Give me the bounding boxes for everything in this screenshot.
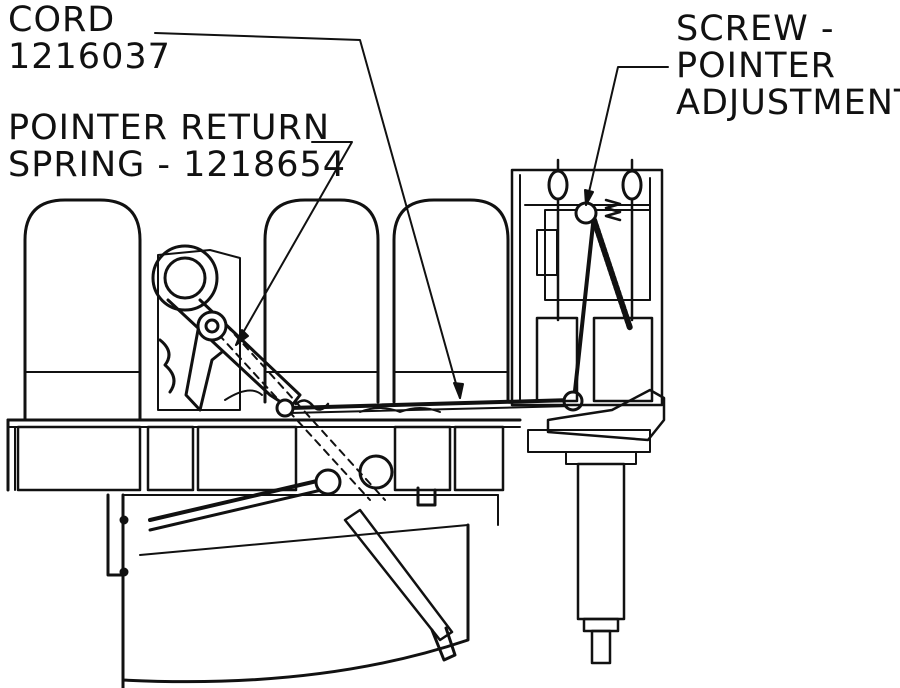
shaft-collar [582,617,620,633]
column-base-plate [527,429,651,453]
frame-diagonal [139,524,469,556]
lower-bracket [106,493,125,577]
shaft-upper [576,462,626,621]
pointer-blade [343,508,454,642]
cord-callout-line-1: CORD [8,0,116,40]
screw-callout-line-1: SCREW - [676,9,835,49]
rail-block-1 [16,425,142,492]
leader-lines [154,32,669,399]
lever-pivot-outer [196,310,228,342]
guide-nut-right [621,169,643,201]
arm-link-upper [148,476,332,522]
spring-leader [235,141,353,346]
spring-leader-arrow [235,329,249,346]
return-spring-hook [184,328,224,412]
frame-rivet-1 [119,515,129,525]
arm-knob-right [358,454,394,490]
piston-block-left [535,316,579,403]
pointer-tip [430,626,457,662]
pointer-arm-assembly [148,324,457,662]
spring-callout-line-2: SPRING - 1218654 [8,145,347,185]
column-upper-box [544,209,651,301]
column-inner-block [536,229,558,276]
adjust-spring [604,198,622,222]
arm-knob-left [314,468,342,496]
cord [275,213,596,418]
piston-block-right [592,316,654,403]
lower-quadrant [121,493,470,688]
cord-bundle [359,407,441,413]
arm-link-lower [148,486,332,532]
right-column-housing [510,158,666,465]
cylinder-mid [263,198,380,404]
guide-nut-left [547,169,569,201]
plate-contour [224,389,263,401]
lower-frame [106,493,499,688]
lever-loop-inner [163,256,207,300]
rail-block-2 [146,425,195,492]
lever-pivot-inner [204,318,220,334]
screw-callout-line-2: POINTER [676,46,836,86]
column-frame-outer [510,168,664,407]
vertical-shaft [576,462,626,665]
screw-pointer-adjustment-callout: SCREW - POINTER ADJUSTMENT [676,11,900,122]
retaining-clip [416,486,437,507]
adjust-screw-thread [591,217,633,331]
pointer-return-spring-callout: POINTER RETURN SPRING - 1218654 [8,110,346,184]
screw-leader [585,66,669,206]
shaft-stub [590,629,612,665]
cord-leader [154,32,461,399]
rail-block-5 [453,425,505,492]
cylinder-left [23,198,142,422]
cylinder-housings [23,198,510,422]
frame-rivet-2 [119,567,129,577]
spring-callout-line-1: POINTER RETURN [8,108,331,148]
rail-block-3 [196,425,298,492]
cord-horizontal [288,398,574,410]
screw-leader-arrow [584,189,594,206]
adjust-screw-head [574,201,598,225]
cord-tie [294,399,330,411]
bed-rail [6,418,522,492]
rail-blocks [16,425,505,492]
cord-callout: CORD 1216037 [8,2,171,76]
cylinder-right [392,198,510,404]
column-foot [546,388,666,442]
cord-pulley-left [275,398,295,418]
screw-callout-line-3: ADJUSTMENT [676,83,900,123]
lever-edge-break [158,338,176,394]
column-collar [565,451,637,465]
cord-callout-line-2: 1216037 [8,37,171,77]
cord-leader-arrow [453,382,464,399]
rail-block-4 [393,425,452,492]
lever-loop-outer [151,244,219,312]
